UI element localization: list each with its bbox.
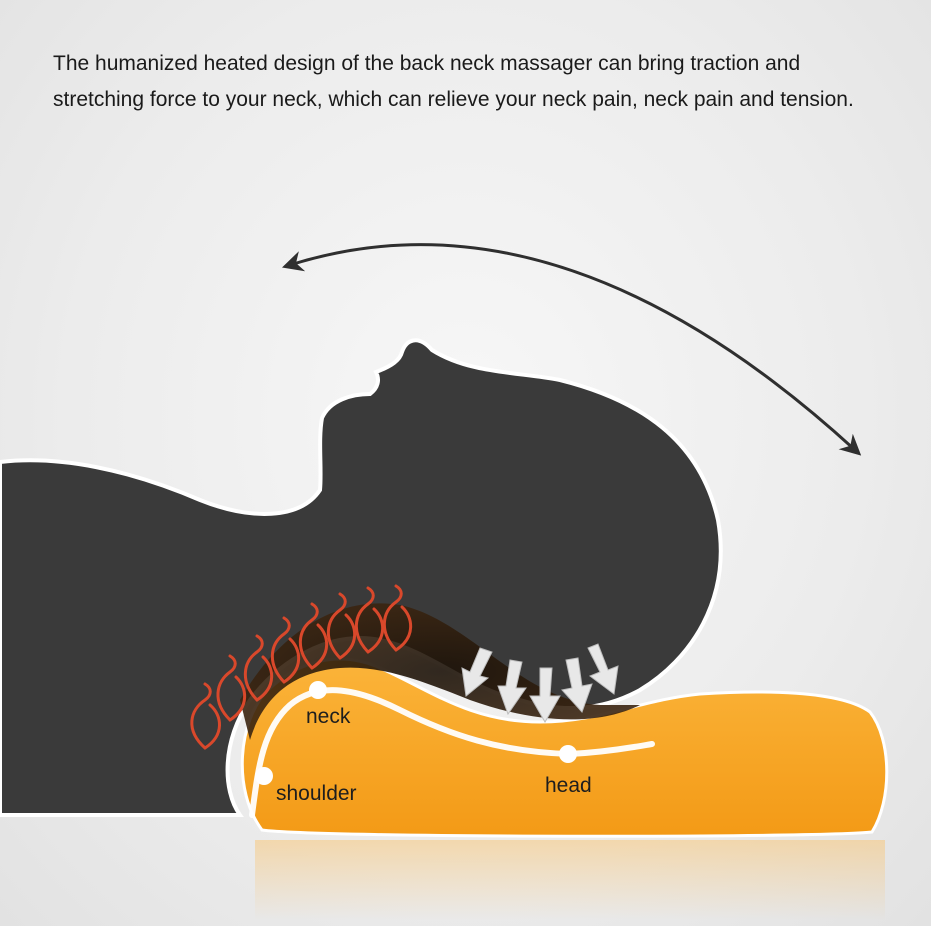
- rotation-arc-arrow-icon: [281, 243, 862, 456]
- shoulder-point: [255, 767, 273, 785]
- spine-curve: [249, 681, 655, 818]
- label-shoulder: shoulder: [276, 782, 357, 805]
- label-neck: neck: [306, 705, 351, 728]
- description-text: The humanized heated design of the back …: [53, 52, 854, 111]
- heat-wave-icon: [190, 584, 413, 750]
- head-point: [559, 745, 577, 763]
- label-head: head: [545, 774, 592, 797]
- pillow-reflection: [255, 840, 885, 920]
- neck-point: [309, 681, 327, 699]
- pressure-arrow-icon: [461, 643, 619, 724]
